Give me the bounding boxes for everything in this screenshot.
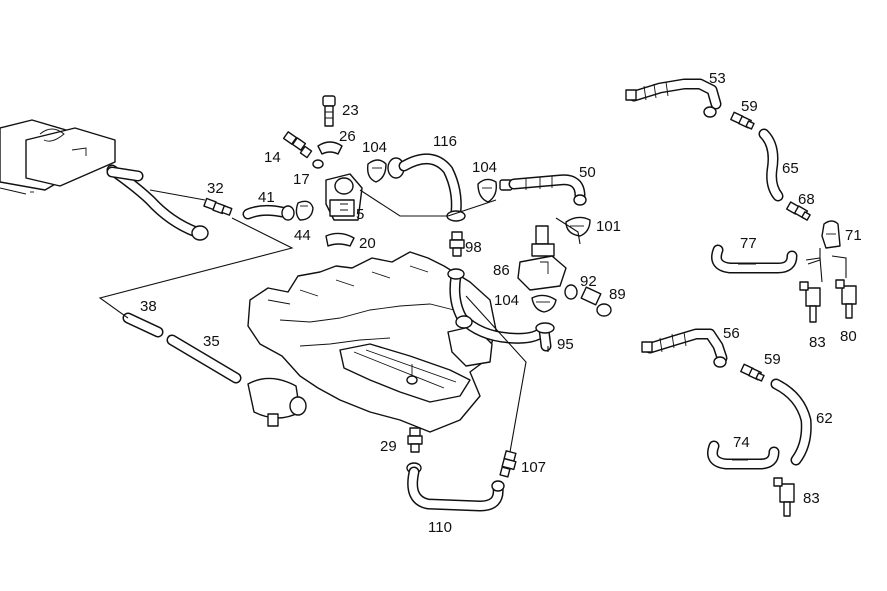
hose-41 — [242, 204, 295, 221]
callout-71: 71 — [845, 227, 862, 244]
callout-62: 62 — [816, 410, 833, 427]
thermostat-housing-5 — [325, 173, 363, 221]
engine-block — [0, 119, 116, 195]
callout-23: 23 — [342, 102, 359, 119]
rod-35 — [166, 334, 242, 384]
callout-50: 50 — [579, 164, 596, 181]
hose-95 — [447, 268, 555, 352]
callout-5: 5 — [356, 206, 364, 223]
callout-110: 110 — [428, 519, 452, 536]
hose-74 — [707, 440, 780, 470]
valve-80 — [835, 279, 857, 319]
hose-65 — [758, 128, 784, 202]
callout-101: 101 — [596, 218, 621, 235]
bracket-20 — [325, 232, 355, 247]
callout-17: 17 — [293, 171, 310, 188]
callout-83: 83 — [803, 490, 820, 507]
callout-29: 29 — [380, 438, 397, 455]
leader-lines — [98, 189, 847, 453]
callout-89: 89 — [609, 286, 626, 303]
callout-53: 53 — [709, 70, 726, 87]
fitting-59-lower — [740, 363, 765, 382]
callout-68: 68 — [798, 191, 815, 208]
callout-116: 116 — [433, 133, 457, 150]
callout-104: 104 — [362, 139, 387, 156]
callout-74: 74 — [733, 434, 750, 451]
callout-26: 26 — [339, 128, 356, 145]
fitting-32 — [203, 197, 233, 216]
callout-20: 20 — [359, 235, 376, 252]
filter-canister — [247, 377, 307, 427]
pipe-50 — [499, 174, 587, 206]
hose-56 — [641, 328, 728, 368]
fitting-68 — [785, 201, 811, 221]
callout-107: 107 — [521, 459, 546, 476]
intake-manifold — [247, 251, 497, 433]
hose-32 — [106, 164, 209, 241]
clamp-104-top — [366, 159, 387, 183]
connector-71 — [821, 220, 841, 249]
callout-56: 56 — [723, 325, 740, 342]
callout-44: 44 — [294, 227, 311, 244]
fitting-107 — [499, 450, 517, 478]
callout-38: 38 — [140, 298, 157, 315]
callout-32: 32 — [207, 180, 224, 197]
clamp-101 — [565, 216, 591, 237]
hose-53 — [625, 78, 722, 118]
bolt-14 — [282, 131, 313, 159]
washer-92 — [564, 284, 578, 300]
callout-59: 59 — [764, 351, 781, 368]
o-ring-17 — [312, 159, 324, 169]
bolt-89 — [580, 286, 612, 317]
callout-77: 77 — [740, 235, 757, 252]
callout-80: 80 — [840, 328, 857, 345]
callout-104: 104 — [472, 159, 497, 176]
callout-98: 98 — [465, 239, 482, 256]
callout-65: 65 — [782, 160, 799, 177]
callout-14: 14 — [264, 149, 281, 166]
valve-83-top — [799, 281, 821, 323]
callout-95: 95 — [557, 336, 574, 353]
callout-104: 104 — [494, 292, 519, 309]
fitting-29 — [407, 427, 423, 453]
nozzle-98 — [449, 231, 465, 257]
hose-110 — [406, 462, 505, 512]
callout-labels: 23 26 104 116 14 17 104 50 32 41 5 44 20… — [140, 70, 862, 536]
bolt-23 — [322, 95, 336, 127]
valve-83-lower — [773, 477, 795, 517]
callout-41: 41 — [258, 189, 275, 206]
callout-59: 59 — [741, 98, 758, 115]
rod-38 — [122, 312, 164, 338]
clamp-104-right — [477, 178, 498, 203]
hose-62 — [770, 378, 812, 466]
fitting-59-top — [730, 111, 755, 130]
callout-86: 86 — [493, 262, 510, 279]
callout-35: 35 — [203, 333, 220, 350]
valve-86 — [517, 225, 567, 291]
clamp-104-lower — [531, 294, 557, 313]
callout-83: 83 — [809, 334, 826, 351]
hose-116 — [387, 153, 466, 222]
clamp-44 — [295, 200, 314, 221]
hose-77 — [711, 244, 798, 274]
callout-92: 92 — [580, 273, 597, 290]
washer-26 — [317, 141, 343, 155]
